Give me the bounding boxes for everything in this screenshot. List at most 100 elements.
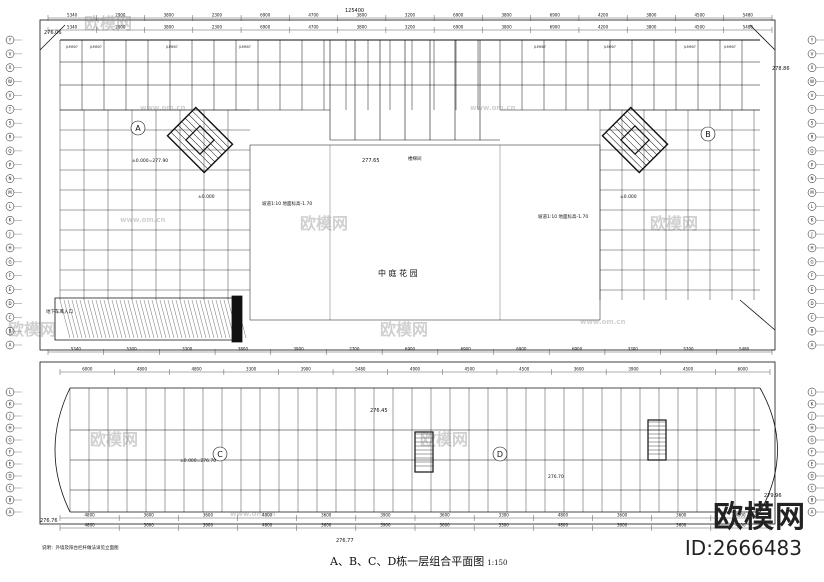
axis-left-lower-bubble	[5, 459, 15, 469]
lower-dimension-label: 4500	[519, 367, 530, 372]
unit-c-label: C	[217, 450, 223, 459]
axis-left-letter: B	[9, 329, 12, 334]
ramp-hatch	[95, 299, 107, 339]
axis-left-letter: L	[9, 204, 12, 209]
top-dimension-inner-label: 3800	[501, 25, 512, 30]
lower-dimension-label: 3600	[574, 367, 585, 372]
elevation-upper-left: 276.06	[44, 30, 62, 36]
bottom-dimension-outer-label: 3600	[676, 523, 687, 528]
note-ramp: 地下车库入口	[46, 308, 73, 315]
axis-left-letter: W	[8, 79, 12, 84]
watermark-brand: 欧模网	[84, 14, 133, 33]
room-tag: JLM907	[165, 45, 178, 49]
top-dimension-label: 4700	[308, 13, 319, 18]
drawing-scale: 1:150	[487, 559, 508, 567]
axis-right-letter: V	[811, 93, 814, 98]
axis-left-letter: P	[9, 162, 12, 167]
stair-core-b-tread	[612, 124, 651, 163]
room-tag: JLM907	[603, 45, 616, 49]
axis-left-bubble	[5, 229, 15, 239]
mid-dimension-label: 5300	[126, 347, 137, 352]
axis-left-lower-letter: A	[9, 510, 12, 515]
ramp-hatch	[139, 299, 151, 339]
axis-left-lower-bubble	[5, 411, 15, 421]
ramp-hatch	[175, 299, 187, 339]
stair-core-a	[166, 106, 234, 174]
top-dimension-inner-label: 6900	[260, 25, 271, 30]
axis-left-lower-bubble	[5, 423, 15, 433]
stair-core-b-tread	[605, 132, 643, 170]
axis-right-lower-letter: J	[810, 414, 812, 419]
top-dimension-inner-label: 3800	[357, 25, 368, 30]
lower-dimension-label: 6000	[738, 367, 749, 372]
elevation-bottom-mid: 276.77	[336, 538, 354, 544]
axis-right-letter: K	[811, 218, 814, 223]
ramp-hatch	[103, 299, 115, 339]
bottom-dimension-outer-label: 3600	[144, 523, 155, 528]
lower-dimension-label: 4900	[410, 367, 421, 372]
axis-left-bubble	[5, 118, 15, 128]
mid-dimension-label: 6900	[572, 347, 583, 352]
axis-left-letter: Y	[8, 38, 12, 43]
axis-left-lower-letter: J	[8, 414, 10, 419]
axis-left-letter: A	[9, 343, 12, 348]
axis-right-bubble	[807, 215, 817, 225]
axis-right-lower-bubble	[807, 483, 817, 493]
top-dimension-label: 5480	[743, 13, 754, 18]
top-dimension-label: 3800	[646, 13, 657, 18]
stair-core-b-tread	[630, 107, 668, 145]
elevation-lower-mid: 276.45	[370, 408, 388, 414]
room-tag: JLM907	[683, 45, 696, 49]
bottom-dimension-outer-label: 3300	[499, 523, 510, 528]
note-slope-b: 坡道1:10 地面标高-1.70	[538, 213, 588, 220]
top-dimension-label: 4500	[695, 13, 706, 18]
bottom-dimension-outer-label: 3900	[380, 523, 391, 528]
ramp-hatch	[191, 299, 203, 339]
mid-dimension-label: 3900	[294, 347, 305, 352]
ramp-hatch	[99, 299, 111, 339]
axis-right-bubble	[807, 174, 817, 183]
ramp-hatch	[219, 299, 231, 339]
stair-core-a-tread	[170, 132, 208, 170]
room-tag: JLM907	[723, 45, 736, 49]
ramp-hatch	[83, 299, 95, 339]
top-dimension-inner-label: 3200	[405, 25, 416, 30]
axis-right-lower-bubble	[807, 459, 817, 469]
ramp-hatch	[171, 299, 183, 339]
axis-right-letter: T	[810, 107, 814, 112]
watermark-brand: 欧模网	[420, 430, 469, 449]
unit-a-label: A	[135, 124, 141, 133]
axis-right-bubble	[807, 91, 817, 100]
top-dimension-label: 3800	[357, 13, 368, 18]
axis-right-bubble	[807, 63, 817, 72]
top-dimension-inner-label: 4200	[598, 25, 609, 30]
top-dimension-label: 3200	[405, 13, 416, 18]
room-tag: JLM907	[89, 45, 102, 49]
bottom-dimension-label: 3600	[676, 513, 687, 518]
top-dimension-inner-label: 3800	[646, 25, 657, 30]
lower-building-outline	[39, 361, 776, 525]
axis-right-letter: H	[810, 245, 813, 250]
unit-d-label: D	[497, 450, 503, 459]
room-tag: JLM907	[65, 45, 78, 49]
bottom-dimension-label: 3900	[380, 513, 391, 518]
top-dimension-label: 2300	[212, 13, 223, 18]
ramp-hatch	[187, 299, 199, 339]
lower-curve-left	[54, 387, 71, 513]
unit-c-circle	[212, 446, 228, 462]
axis-left-bubble	[5, 215, 15, 225]
bottom-dimension-label: 4800	[735, 513, 746, 518]
axis-left-letter: F	[9, 273, 12, 278]
watermark-brand: 欧模网	[90, 430, 139, 449]
mid-dimension-label: 5480	[739, 347, 750, 352]
axis-right-lower-letter: F	[811, 450, 814, 455]
axis-right-lower-letter: D	[810, 474, 813, 479]
mid-dimension-label: 3300	[628, 347, 639, 352]
axis-left-lower-letter: B	[9, 498, 12, 503]
top-dimension-inner-label: 2900	[115, 25, 126, 30]
axis-right-letter: D	[810, 301, 813, 306]
bottom-dimension-outer-label: 3600	[321, 523, 332, 528]
axis-right-bubble	[807, 77, 817, 86]
axis-left-letter: C	[9, 315, 12, 320]
